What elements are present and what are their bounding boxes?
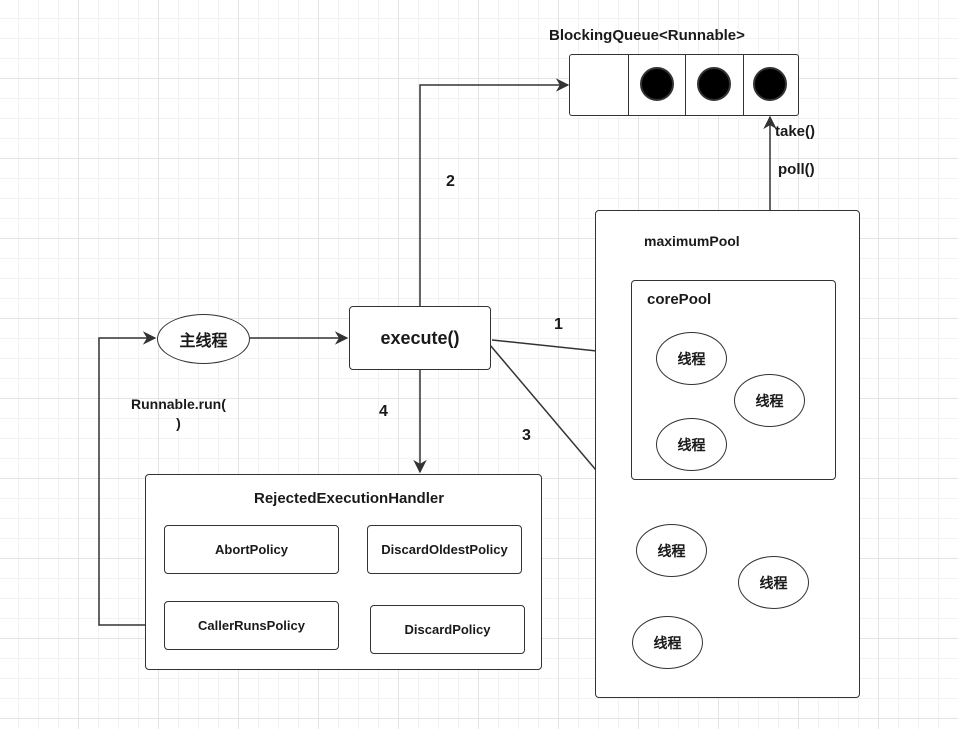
runnable-run-label: Runnable.run( )	[131, 396, 226, 431]
main-thread: 主线程	[157, 314, 250, 364]
discard-policy-box: DiscardPolicy	[370, 605, 525, 654]
queue-slot	[744, 55, 798, 115]
queued-task-icon	[640, 67, 674, 101]
maximum-pool-label: maximumPool	[644, 233, 740, 249]
queue-label: BlockingQueue<Runnable>	[549, 27, 745, 44]
poll-label: poll()	[778, 161, 815, 178]
step-2-label: 2	[446, 173, 455, 190]
queue-slot	[686, 55, 744, 115]
queue-slot	[628, 55, 686, 115]
arrow-callerruns-to-main	[98, 331, 164, 626]
queued-task-icon	[697, 67, 731, 101]
core-thread-2: 线程	[734, 374, 805, 427]
extra-thread-3: 线程	[632, 616, 703, 669]
queued-task-icon	[753, 67, 787, 101]
step-3-label: 3	[522, 427, 531, 444]
arrow-step2-to-queue	[419, 78, 570, 306]
abort-policy-box: AbortPolicy	[164, 525, 339, 574]
core-pool-label: corePool	[647, 291, 712, 308]
queue-slot-empty	[570, 55, 629, 115]
extra-thread-1: 线程	[636, 524, 707, 577]
handler-label: RejectedExecutionHandler	[254, 490, 445, 507]
core-thread-1: 线程	[656, 332, 727, 385]
execute-label: execute()	[380, 327, 460, 348]
core-thread-3: 线程	[656, 418, 727, 471]
take-label: take()	[775, 123, 816, 140]
blocking-queue	[569, 54, 799, 116]
discard-oldest-policy-box: DiscardOldestPolicy	[367, 525, 522, 574]
step-4-label: 4	[379, 403, 388, 420]
extra-thread-2: 线程	[738, 556, 809, 609]
execute-box: execute()	[349, 306, 491, 370]
caller-runs-policy-box: CallerRunsPolicy	[164, 601, 339, 650]
step-1-label: 1	[554, 316, 563, 333]
